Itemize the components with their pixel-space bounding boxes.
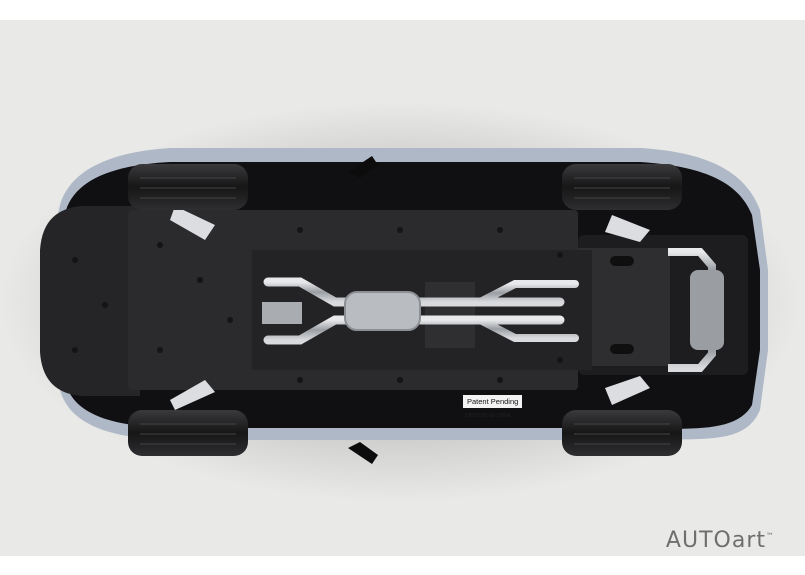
- rear-left-tire: [562, 164, 682, 210]
- tire-treads: [140, 177, 670, 445]
- front-arm-bottom: [170, 380, 215, 410]
- autoart-watermark: AUTOart™: [666, 528, 775, 553]
- rear-arm-top: [605, 215, 650, 242]
- rear-slot-top: [610, 256, 634, 266]
- mirror-bottom: [348, 442, 378, 464]
- front-arm-top: [170, 206, 215, 240]
- undertray-fasteners: [72, 227, 563, 383]
- watermark-auto: AUTO: [665, 528, 732, 553]
- front-undertray: [40, 206, 140, 396]
- exhaust-system: [262, 248, 724, 372]
- mirror-top: [348, 156, 378, 178]
- chassis-label: 1/18 Aston Martin DB11: [313, 395, 391, 402]
- watermark-art: art: [731, 528, 766, 553]
- code-label: CB97 H81 69 1269A: [465, 413, 511, 419]
- patent-label: Patent Pending: [463, 395, 523, 408]
- rear-right-tire: [562, 410, 682, 456]
- watermark-tm: ™: [766, 531, 775, 541]
- center-brace: [425, 282, 475, 348]
- rear-slot-bottom: [610, 344, 634, 354]
- photo-stage: 1/18 Aston Martin DB11 Patent Pending CB…: [0, 20, 805, 556]
- rear-arm-bottom: [605, 376, 650, 405]
- front-left-tire: [128, 164, 248, 210]
- car-underside-image: [0, 102, 800, 502]
- front-right-tire: [128, 410, 248, 456]
- exhaust-tunnel: [252, 250, 592, 370]
